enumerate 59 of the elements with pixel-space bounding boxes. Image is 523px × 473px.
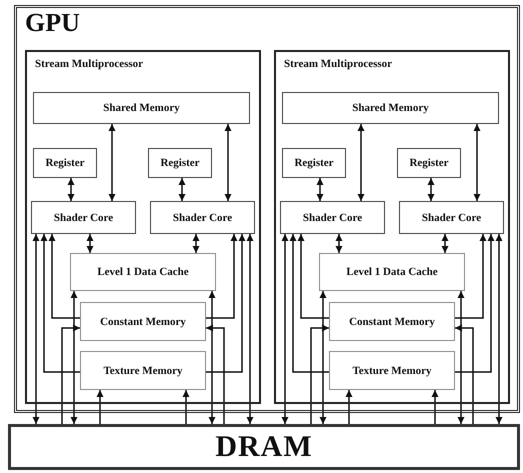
arrow	[298, 234, 329, 319]
memory-box: Constant Memory	[329, 302, 455, 341]
arrow	[61, 324, 80, 424]
arrow	[458, 291, 464, 424]
arrow	[178, 178, 186, 201]
arrow	[496, 234, 502, 424]
arrow	[474, 124, 480, 201]
container-title: Stream Multiprocessor	[35, 58, 144, 70]
arrow	[108, 124, 116, 201]
arrow	[320, 291, 326, 424]
arrow	[32, 234, 40, 424]
arrow	[428, 178, 434, 201]
memory-box: Constant Memory	[80, 302, 206, 341]
container-title: GPU	[25, 8, 80, 38]
register-box: Register	[33, 148, 97, 178]
arrow	[310, 324, 329, 424]
arrow	[70, 291, 78, 424]
shader-core-box: Shader Core	[399, 201, 504, 234]
arrow	[246, 234, 254, 424]
register-box: Register	[397, 148, 461, 178]
container-box	[25, 50, 261, 404]
arrow	[192, 234, 200, 253]
memory-box: Texture Memory	[329, 351, 455, 390]
memory-box: Shared Memory	[282, 92, 499, 124]
arrow	[206, 234, 246, 373]
arrow	[455, 234, 494, 373]
arrow	[208, 291, 216, 424]
shader-core-box: Shader Core	[31, 201, 136, 234]
cache-box: Level 1 Data Cache	[319, 253, 465, 291]
arrow	[336, 234, 342, 253]
shader-core-box: Shader Core	[280, 201, 385, 234]
arrow	[316, 178, 324, 201]
arrow	[442, 234, 448, 253]
arrow	[224, 124, 232, 201]
arrow	[282, 234, 288, 424]
arrow	[86, 234, 94, 253]
arrow	[455, 234, 486, 319]
register-box: Register	[148, 148, 212, 178]
arrow	[182, 390, 190, 424]
arrow	[358, 124, 364, 201]
arrow	[206, 324, 225, 424]
container-title: Stream Multiprocessor	[284, 58, 392, 70]
arrow	[455, 324, 474, 424]
arrow	[346, 390, 352, 424]
arrow	[206, 234, 238, 319]
shader-core-box: Shader Core	[150, 201, 255, 234]
memory-box: Texture Memory	[80, 351, 206, 390]
arrow	[68, 178, 74, 201]
memory-box: DRAM	[8, 424, 520, 470]
arrow	[40, 234, 80, 373]
arrow	[432, 390, 438, 424]
container-box	[274, 50, 510, 404]
cache-box: Level 1 Data Cache	[70, 253, 216, 291]
memory-box: Shared Memory	[33, 92, 250, 124]
container-box	[14, 5, 520, 413]
register-box: Register	[282, 148, 346, 178]
arrow	[96, 390, 104, 424]
arrow	[48, 234, 80, 319]
arrow	[290, 234, 329, 373]
